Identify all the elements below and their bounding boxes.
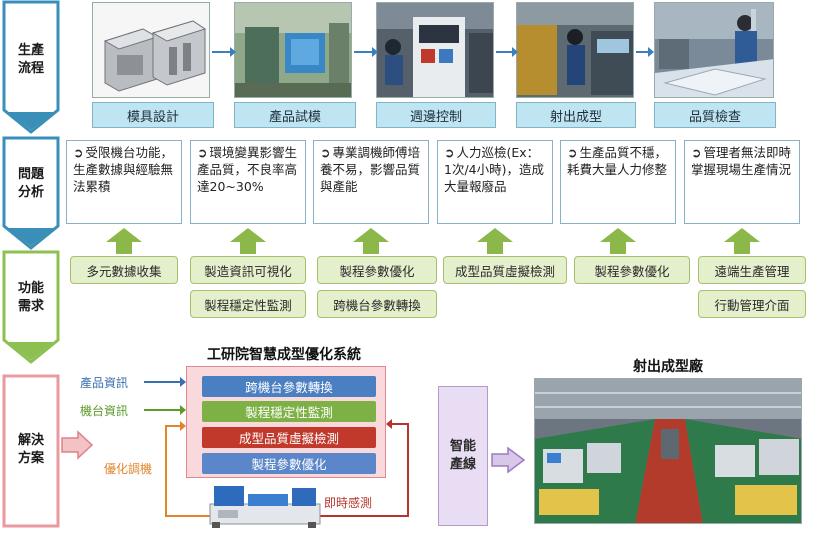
step-label-mold-design: 模具設計 bbox=[92, 102, 214, 128]
module-parameter-optimization: 製程參數優化 bbox=[202, 453, 376, 474]
bullet-arrow-icon: ➲ bbox=[320, 145, 331, 160]
step-label-injection-molding: 射出成型 bbox=[516, 102, 636, 128]
input-product-info: 產品資訊 bbox=[80, 376, 129, 390]
solution-arrow-icon bbox=[61, 430, 94, 460]
smart-line-arrow-icon bbox=[491, 446, 526, 474]
problem-box: ➲管理者無法即時掌握現場生產情況 bbox=[684, 140, 800, 224]
requirement-box: 製造資訊可視化 bbox=[190, 256, 306, 284]
up-arrow-icon bbox=[600, 228, 636, 254]
injection-molding-photo bbox=[516, 2, 634, 98]
step-label-trial-mold: 產品試模 bbox=[234, 102, 356, 128]
requirement-box: 行動管理介面 bbox=[698, 290, 806, 318]
injection-machine-photo bbox=[208, 484, 322, 528]
requirement-box: 製程參數優化 bbox=[574, 256, 690, 284]
bullet-arrow-icon: ➲ bbox=[197, 145, 208, 160]
up-arrow-icon bbox=[477, 228, 513, 254]
requirement-box: 多元數據收集 bbox=[70, 256, 178, 284]
feedback-label: 優化調機 bbox=[104, 462, 153, 476]
sensing-label: 即時感測 bbox=[324, 496, 373, 510]
requirement-box: 製程穩定性監測 bbox=[190, 290, 306, 318]
up-arrow-icon bbox=[230, 228, 266, 254]
problem-box: ➲環境變異影響生產品質，不良率高達20~30% bbox=[190, 140, 306, 224]
stage-chevron-function bbox=[2, 250, 60, 364]
problem-box: ➲受限機台功能，生產數據與經驗無法累積 bbox=[66, 140, 182, 224]
input-machine-info: 機台資訊 bbox=[80, 404, 129, 418]
stage-label-production: 生產 流程 bbox=[17, 43, 44, 76]
up-arrow-icon bbox=[724, 228, 760, 254]
quality-check-photo bbox=[654, 2, 774, 98]
stage-label-problem: 問題 分析 bbox=[17, 167, 44, 200]
mold-photo bbox=[92, 2, 210, 98]
trial-mold-photo bbox=[234, 2, 352, 98]
up-arrow-icon bbox=[106, 228, 142, 254]
peripheral-control-photo bbox=[376, 2, 494, 98]
requirement-box: 跨機台參數轉換 bbox=[317, 290, 437, 318]
problem-box: ➲人力巡檢(Ex：1次/4小時)，造成大量報廢品 bbox=[437, 140, 553, 224]
up-arrow-icon bbox=[353, 228, 389, 254]
stage-chevron-production bbox=[2, 0, 60, 134]
module-cross-machine-parameter: 跨機台參數轉換 bbox=[202, 376, 376, 397]
process-flow-arrows bbox=[212, 47, 654, 57]
system-title: 工研院智慧成型優化系統 bbox=[207, 347, 361, 363]
bullet-arrow-icon: ➲ bbox=[444, 145, 455, 160]
stage-label-solution: 解決 方案 bbox=[17, 433, 44, 466]
bullet-arrow-icon: ➲ bbox=[567, 145, 578, 160]
step-label-peripheral-control: 週邊控制 bbox=[376, 102, 496, 128]
smart-line-box: 智能 產線 bbox=[438, 386, 488, 526]
requirement-box: 成型品質虛擬檢測 bbox=[443, 256, 567, 284]
factory-title: 射出成型廠 bbox=[633, 359, 703, 375]
stage-label-function: 功能 需求 bbox=[17, 281, 44, 314]
requirement-box: 製程參數優化 bbox=[317, 256, 437, 284]
bullet-arrow-icon: ➲ bbox=[73, 145, 84, 160]
problem-box: ➲生產品質不穩，耗費大量人力修整 bbox=[560, 140, 676, 224]
stage-box-solution bbox=[2, 374, 60, 528]
problem-box: ➲專業調機師傅培養不易，影響品質與產能 bbox=[313, 140, 429, 224]
up-arrows bbox=[106, 228, 760, 254]
requirement-box: 遠端生產管理 bbox=[698, 256, 806, 284]
factory-photo bbox=[534, 378, 802, 524]
stage-chevron-problem bbox=[2, 136, 60, 250]
stage-column bbox=[2, 0, 60, 528]
bullet-arrow-icon: ➲ bbox=[691, 145, 702, 160]
module-process-stability: 製程穩定性監測 bbox=[202, 401, 376, 422]
solution-flow-arrows bbox=[144, 377, 409, 517]
module-virtual-quality-inspection: 成型品質虛擬檢測 bbox=[202, 427, 376, 448]
step-label-quality-check: 品質檢查 bbox=[654, 102, 776, 128]
